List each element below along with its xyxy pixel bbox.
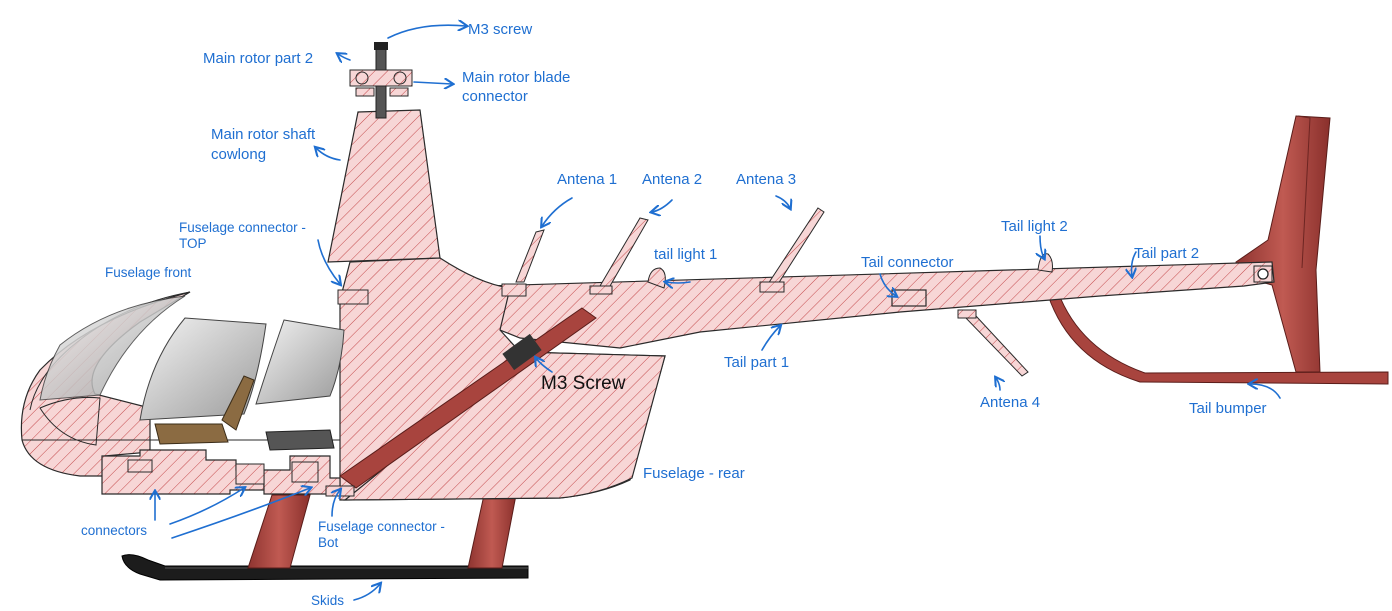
arrow-antena1: [542, 197, 573, 226]
antenna-1: [501, 229, 545, 297]
fuselage-floor: [101, 449, 355, 497]
arrow-tail-bumper: [1250, 384, 1281, 399]
label-main-rotor-shaft-cowlong-line2: cowlong: [211, 146, 267, 163]
tail-connector: [891, 289, 927, 307]
label-fuselage-connector-bot-line1: Fuselage connector -: [318, 519, 445, 534]
rotor-head: [349, 42, 413, 119]
arrow-main-rotor-part2: [338, 54, 351, 60]
arrow-tail-part2: [1132, 251, 1137, 276]
label-fuselage-rear: Fuselage - rear: [643, 465, 745, 482]
label-main-rotor-shaft-cowlong-line1: Main rotor shaft: [211, 126, 316, 143]
arrow-antena2: [652, 199, 673, 212]
arrow-antena3: [775, 195, 790, 208]
label-connectors: connectors: [81, 523, 148, 538]
label-fuselage-connector-top-line1: Fuselage connector -: [179, 220, 306, 235]
arrow-connectors-3: [171, 488, 310, 539]
label-skids: Skids: [311, 593, 345, 608]
label-fuselage-front: Fuselage front: [105, 265, 192, 280]
arrow-shaft-cowlong: [316, 148, 341, 161]
label-tail-light-1: tail light 1: [654, 246, 718, 263]
arrow-m3-screw: [387, 25, 466, 39]
label-tail-part-2: Tail part 2: [1134, 245, 1200, 262]
label-fuselage-connector-top-line2: TOP: [179, 236, 207, 251]
arrow-tail-light2: [1040, 235, 1044, 258]
annotation-arrows: [155, 25, 1281, 601]
label-tail-part-1: Tail part 1: [724, 354, 790, 371]
label-main-rotor-part2: Main rotor part 2: [203, 50, 314, 67]
antenna-4: [957, 309, 1029, 377]
label-tail-bumper: Tail bumper: [1189, 400, 1267, 417]
cabin-windows: [39, 295, 345, 421]
arrow-tail-part1: [761, 326, 780, 351]
arrow-fuselage-connector-top: [317, 239, 340, 284]
seats: [154, 375, 335, 451]
label-tail-light-2: Tail light 2: [1001, 218, 1068, 235]
label-antena-2: Antena 2: [642, 171, 703, 188]
arrow-tail-light1: [666, 282, 691, 283]
arrow-antena4: [996, 378, 1000, 391]
arrow-tail-connector: [879, 273, 896, 296]
arrow-blade-connector: [413, 82, 452, 84]
fuselage-connector-top: [337, 289, 369, 305]
tail-light-2: [1037, 253, 1053, 273]
arrow-connectors-2: [169, 488, 244, 525]
tail-bumper: [1047, 291, 1389, 385]
label-antena-1: Antena 1: [557, 171, 618, 188]
tail-fin: [1235, 115, 1331, 373]
diagonal-beam: [339, 307, 597, 489]
label-m3-screw-lower: M3 Screw: [541, 373, 626, 394]
antenna-3: [759, 207, 825, 293]
antenna-2: [589, 217, 649, 295]
label-main-rotor-blade-connector-line1: Main rotor blade: [462, 69, 571, 86]
label-tail-connector: Tail connector: [861, 254, 954, 271]
label-m3-screw: M3 screw: [468, 21, 533, 38]
label-main-rotor-blade-connector-line2: connector: [462, 88, 528, 105]
arrow-skids: [353, 584, 380, 601]
label-antena-3: Antena 3: [736, 171, 797, 188]
rotor-shaft-cowling: [327, 109, 441, 263]
arrow-fuselage-connector-bot: [332, 490, 340, 517]
skids: [121, 554, 529, 581]
label-fuselage-connector-bot-line2: Bot: [318, 535, 339, 550]
label-antena-4: Antena 4: [980, 394, 1041, 411]
arrow-m3-screw-lower: [536, 358, 553, 373]
